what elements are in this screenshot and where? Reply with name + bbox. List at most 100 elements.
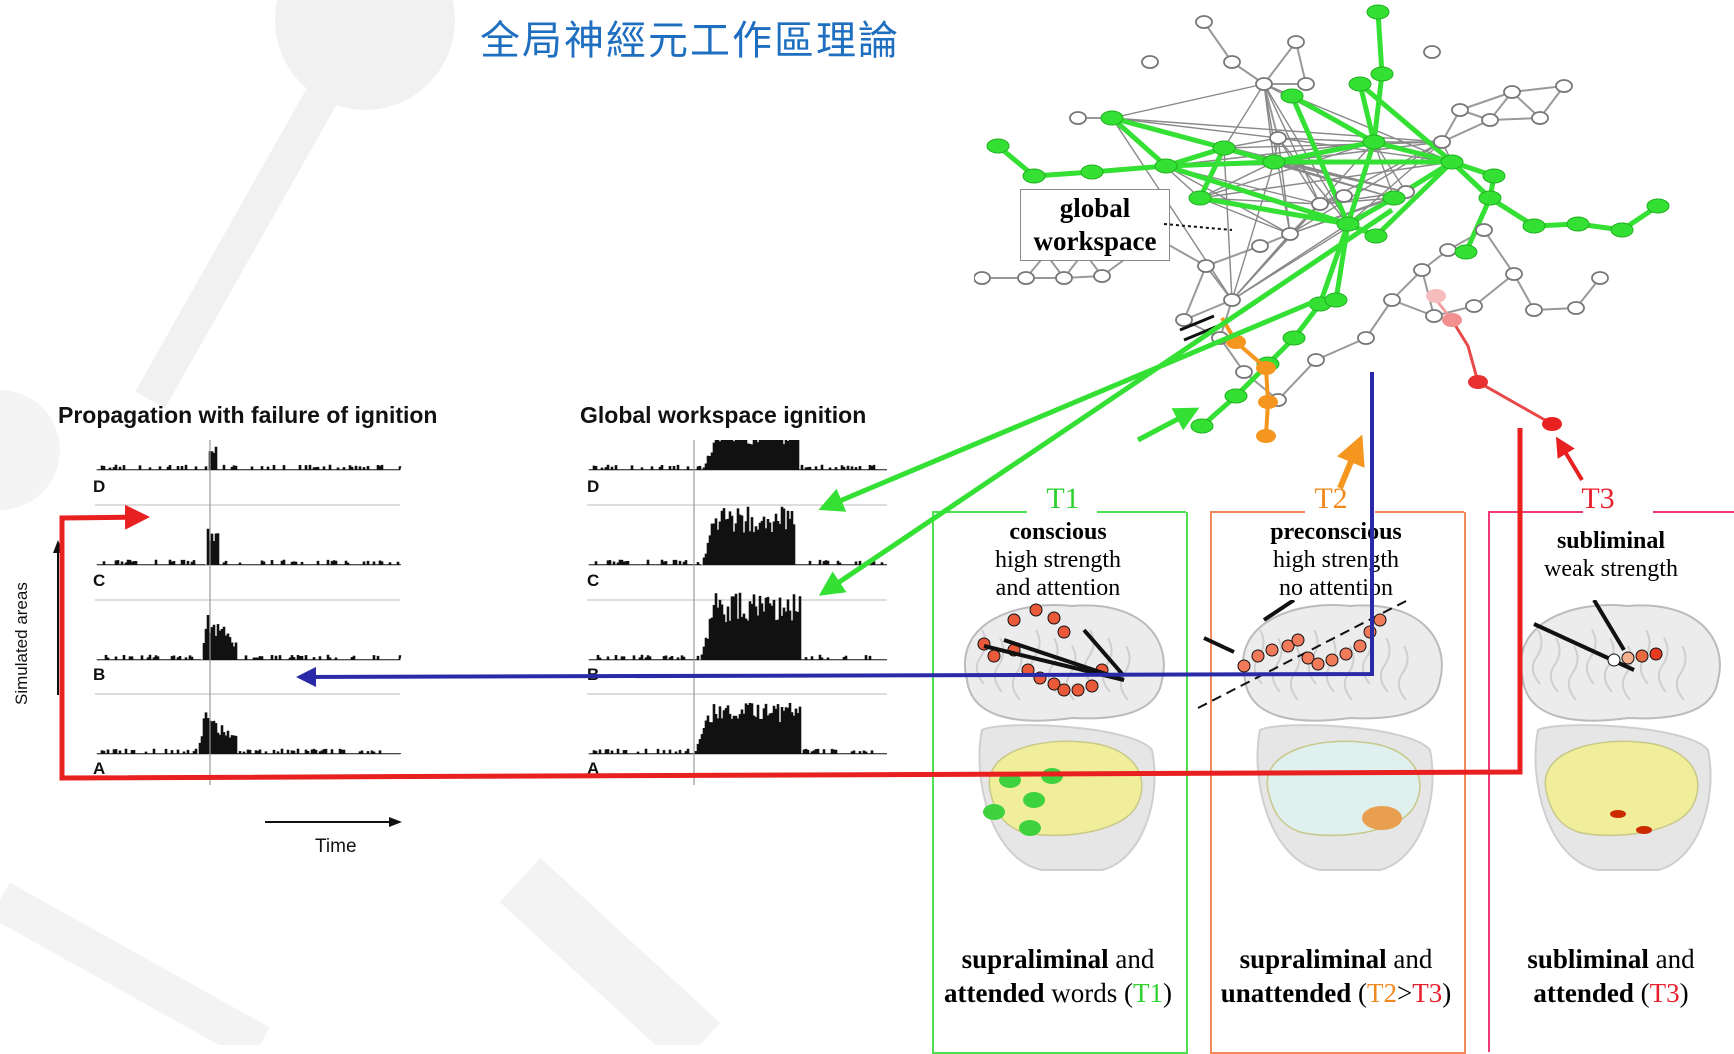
right-row-label-d: D xyxy=(587,477,600,496)
t1-description: conscious high strength and attention xyxy=(932,518,1184,602)
active-network-node xyxy=(1080,164,1104,180)
network-node xyxy=(1591,271,1609,285)
network-node xyxy=(1235,365,1253,379)
active-network-node xyxy=(1324,292,1348,308)
network-edge xyxy=(1277,359,1317,401)
activation-trace xyxy=(588,702,887,755)
green-pathway-edge xyxy=(1317,223,1351,305)
green-pathway-edge xyxy=(1199,195,1349,227)
right-panel-title: Global workspace ignition xyxy=(580,402,867,428)
active-network-node xyxy=(1100,110,1124,126)
t1-neuron xyxy=(1047,677,1061,691)
orange-activation-blob xyxy=(1362,806,1402,830)
green-pathway-edge xyxy=(1273,139,1375,165)
active-network-node xyxy=(1154,158,1178,174)
brain-illustrations xyxy=(964,600,1721,871)
t2-description: preconscious high strength no attention xyxy=(1210,518,1462,602)
network-node xyxy=(1223,55,1241,69)
workspace-edge xyxy=(1231,161,1275,301)
t2-neuron xyxy=(1291,633,1305,647)
workspace-edge xyxy=(1111,117,1279,139)
t2-desc-line2: high strength xyxy=(1273,547,1399,573)
t2-signal-arrow xyxy=(1203,636,1235,654)
green-pathway-edge xyxy=(1345,141,1377,225)
activation-trace xyxy=(96,446,402,471)
active-network-node xyxy=(1280,88,1304,104)
active-network-node xyxy=(1336,216,1360,232)
network-node xyxy=(1195,15,1213,29)
arrow-red-t3 xyxy=(1555,436,1584,482)
active-network-node xyxy=(1370,66,1394,82)
workspace-edge xyxy=(1111,117,1443,143)
workspace-edge xyxy=(1277,137,1321,205)
workspace-edge xyxy=(1199,197,1291,235)
t2-neuron xyxy=(1251,649,1265,663)
orange-node xyxy=(1256,429,1276,443)
arrow-red-to-d xyxy=(59,428,1523,781)
brain-gyrus xyxy=(1603,637,1615,693)
t1-neuron xyxy=(1047,611,1061,625)
green-pathway-edge xyxy=(1289,94,1351,226)
active-network-node xyxy=(1482,168,1506,184)
t3-desc-line1: subliminal xyxy=(1556,528,1666,554)
active-network-node xyxy=(1282,330,1306,346)
brain-3d xyxy=(1544,740,1699,837)
arrow-blue-to-b xyxy=(296,372,1374,687)
network-node xyxy=(1433,135,1451,149)
brain-gyrus xyxy=(993,637,1005,693)
t2-neuron xyxy=(1265,643,1279,657)
network-node xyxy=(1503,85,1521,99)
page-title: 全局神經元工作區理論 xyxy=(480,18,900,64)
network-edge xyxy=(1459,91,1513,111)
network-node xyxy=(1307,353,1325,367)
left-panel-title: Propagation with failure of ignition xyxy=(58,402,438,428)
network-node xyxy=(1475,223,1493,237)
network-node xyxy=(1287,35,1305,49)
orange-node xyxy=(1256,361,1276,375)
network-edge xyxy=(1183,265,1207,321)
active-network-node xyxy=(1382,190,1406,206)
brain-gyrus xyxy=(1675,645,1687,701)
active-network-node xyxy=(1364,228,1388,244)
green-activation-blob xyxy=(1023,792,1045,808)
green-pathway-edge xyxy=(1111,115,1225,151)
t2-neuron xyxy=(1353,639,1367,653)
green-pathway-edge xyxy=(1371,73,1385,143)
active-network-node xyxy=(1478,190,1502,206)
red-node xyxy=(1468,375,1488,389)
network-node xyxy=(1531,111,1549,125)
brain-gyrus xyxy=(1271,637,1283,693)
workspace-edge xyxy=(1223,147,1233,301)
t2-footer: supraliminal and unattended (T2>T3) xyxy=(1220,944,1452,1008)
left-row-label-b: B xyxy=(93,665,106,684)
t1-neuron xyxy=(1071,683,1085,697)
activation-trace xyxy=(96,528,402,566)
active-network-node xyxy=(1262,154,1286,170)
active-network-node xyxy=(1224,388,1248,404)
active-network-node xyxy=(1454,244,1478,260)
axis-arrows xyxy=(53,540,402,827)
network-node xyxy=(1383,293,1401,307)
workspace-edge xyxy=(1111,83,1265,119)
t3-desc-line2: weak strength xyxy=(1544,556,1678,582)
active-network-node xyxy=(1646,198,1670,214)
workspace-edge xyxy=(1231,233,1291,301)
network-node xyxy=(1269,131,1287,145)
left-row-label-c: C xyxy=(93,571,106,590)
left-row-label-d: D xyxy=(93,477,106,496)
global-workspace-label-line1: global xyxy=(1059,193,1131,223)
t1-desc-line2: high strength xyxy=(995,547,1121,573)
network-node xyxy=(1311,197,1329,211)
column-t3-top-border xyxy=(1488,511,1734,513)
right-row-label-c: C xyxy=(587,571,600,590)
workspace-edge xyxy=(1277,137,1291,235)
t2-neuron xyxy=(1237,659,1251,673)
tag-t1: T1 xyxy=(1046,482,1080,515)
column-t1-top-border xyxy=(932,511,1186,513)
network-node xyxy=(1255,77,1273,91)
red-node xyxy=(1426,289,1446,303)
brain-gyrus xyxy=(1585,629,1597,685)
workspace-edge xyxy=(1263,83,1321,205)
active-network-node xyxy=(1440,154,1464,170)
